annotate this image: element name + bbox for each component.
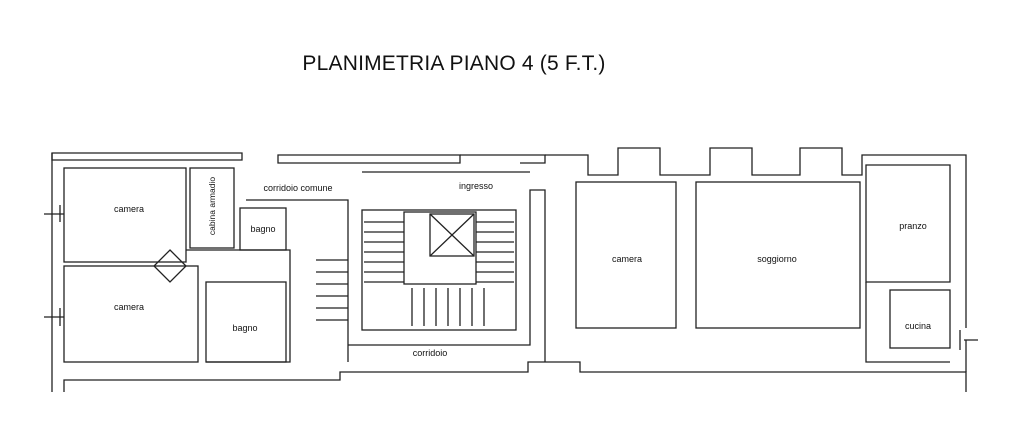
right-block-top (545, 147, 967, 328)
pranzo-wall (865, 164, 951, 283)
stair-treads-left (364, 221, 404, 283)
room-camera-3 (575, 181, 677, 329)
label-bagno-1: bagno (250, 224, 275, 234)
label-soggiorno: soggiorno (757, 254, 797, 264)
room-cabina (189, 167, 235, 249)
label-cucina: cucina (905, 321, 931, 331)
outer-wall-bottom (63, 361, 967, 392)
label-bagno-2: bagno (232, 323, 257, 333)
room-camera-2 (63, 265, 199, 363)
elevator-cross (429, 213, 475, 257)
label-camera-3: camera (612, 254, 642, 264)
plan-title: PLANIMETRIA PIANO 4 (5 F.T.) (302, 52, 606, 75)
right-inner-wall (865, 282, 950, 363)
stair-treads-right (476, 221, 514, 283)
stair-flight-left (316, 259, 348, 321)
room-soggiorno (695, 181, 861, 329)
label-ingresso: ingresso (459, 181, 493, 191)
hall-wall (186, 249, 291, 363)
corridoio-wall (348, 189, 546, 362)
room-bagno-2 (205, 281, 287, 363)
label-camera-1: camera (114, 204, 144, 214)
label-corridoio: corridoio (413, 348, 448, 358)
elevator-shaft (403, 211, 477, 285)
label-corridoio-comune: corridoio comune (263, 183, 332, 193)
outer-wall (51, 152, 243, 161)
corridor-top-wall (277, 154, 461, 164)
label-pranzo: pranzo (899, 221, 927, 231)
label-cabina: cabina armadio (207, 177, 217, 235)
label-camera-2: camera (114, 302, 144, 312)
room-cucina (889, 289, 951, 349)
room-camera-1 (63, 167, 187, 263)
stairwell (361, 209, 517, 331)
elevator-car (429, 213, 475, 257)
door-swing-1 (153, 249, 187, 283)
window-marks (44, 205, 978, 350)
stair-treads-bottom (411, 288, 485, 326)
top-wall-mid (460, 154, 546, 164)
